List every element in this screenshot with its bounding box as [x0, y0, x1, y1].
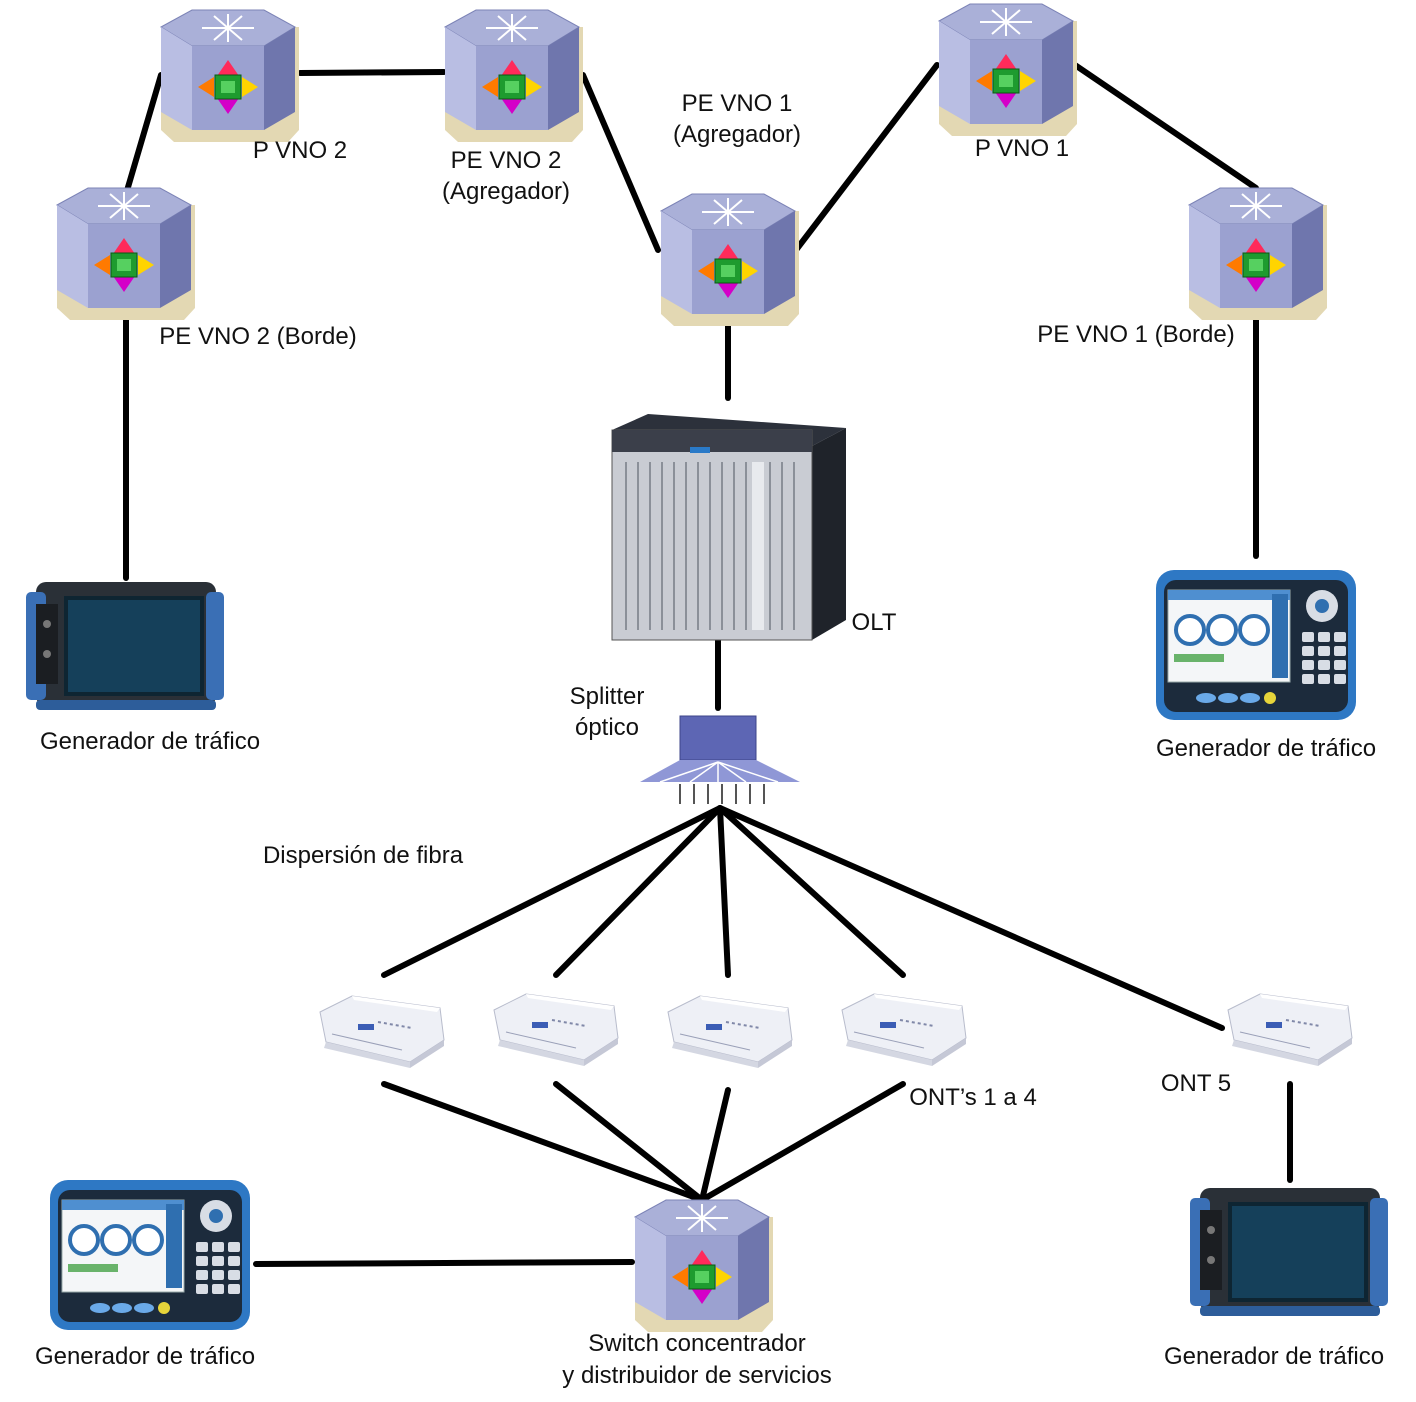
fiber-ont4 [717, 805, 906, 978]
label-generator-top-left: Generador de tráfico [40, 728, 260, 755]
link-generator-switch [253, 1259, 635, 1267]
ont-modem-icon-3 [667, 995, 793, 1069]
router-icon-pe-vno1-agregador [660, 193, 800, 327]
fiber-ont5 [717, 805, 1225, 1031]
router-icon-pe-vno1-borde [1188, 187, 1328, 321]
link-p1-pe1edge [1072, 62, 1259, 191]
link-pe2agg-pe1agg [580, 72, 661, 253]
ont-modem-icon-2 [493, 993, 619, 1067]
traffic-generator-keypad-icon-bottom-left [48, 1178, 252, 1332]
fiber-ont3 [717, 805, 731, 978]
router-icon-pe-vno2-borde [56, 187, 196, 321]
router-icon-p-vno1 [938, 3, 1078, 137]
label-p-vno2: P VNO 2 [253, 137, 347, 164]
label-onts-1-4: ONT’s 1 a 4 [909, 1084, 1037, 1111]
links [123, 62, 1293, 1267]
link-ont1-switch [381, 1081, 705, 1203]
link-pe2edge-p2 [123, 72, 164, 197]
link-p2-pe2agg [297, 69, 447, 76]
label-p-vno1: P VNO 1 [975, 135, 1069, 162]
label-generator-bottom-right: Generador de tráfico [1164, 1343, 1384, 1370]
ont-modem-icon-1 [319, 995, 445, 1069]
label-generator-top-right: Generador de tráfico [1156, 735, 1376, 762]
router-icon-p-vno2 [160, 9, 300, 143]
label-pe-vno1-borde: PE VNO 1 (Borde) [1037, 321, 1234, 348]
label-fiber-dispersion: Dispersión de fibra [263, 842, 464, 869]
olt-chassis-icon [611, 414, 846, 641]
label-switch-line2: y distribuidor de servicios [562, 1362, 831, 1389]
label-pe-vno2-borde: PE VNO 2 (Borde) [159, 323, 356, 350]
ont-modem-icon-5 [1227, 993, 1353, 1067]
link-ont2-switch [553, 1081, 705, 1203]
label-ont5: ONT 5 [1161, 1070, 1231, 1097]
label-pe-vno2-agg-line1: PE VNO 2 [451, 147, 562, 174]
router-icon-switch-concentrador [634, 1199, 774, 1333]
traffic-generator-tablet-icon-top-left [26, 582, 224, 710]
label-splitter-line2: óptico [575, 714, 639, 741]
label-pe-vno1-agg-line1: PE VNO 1 [682, 90, 793, 117]
link-ont4-switch [699, 1081, 906, 1203]
fiber-ont1 [381, 805, 723, 978]
link-pe1agg-p1 [793, 62, 940, 253]
label-pe-vno2-agg-line2: (Agregador) [442, 178, 570, 205]
label-generator-bottom-left: Generador de tráfico [35, 1343, 255, 1370]
label-splitter-line1: Splitter [570, 683, 645, 710]
fiber-ont2 [553, 805, 723, 978]
router-icon-pe-vno2-agregador [444, 9, 584, 143]
link-ont3-switch [699, 1087, 731, 1203]
optical-splitter-icon [640, 715, 800, 804]
label-olt: OLT [852, 609, 897, 636]
label-pe-vno1-agg-line2: (Agregador) [673, 121, 801, 148]
traffic-generator-tablet-icon-bottom-right [1190, 1188, 1388, 1316]
label-switch-line1: Switch concentrador [588, 1330, 805, 1357]
ont-modem-icon-4 [841, 993, 967, 1067]
traffic-generator-keypad-icon-top-right [1154, 568, 1358, 722]
